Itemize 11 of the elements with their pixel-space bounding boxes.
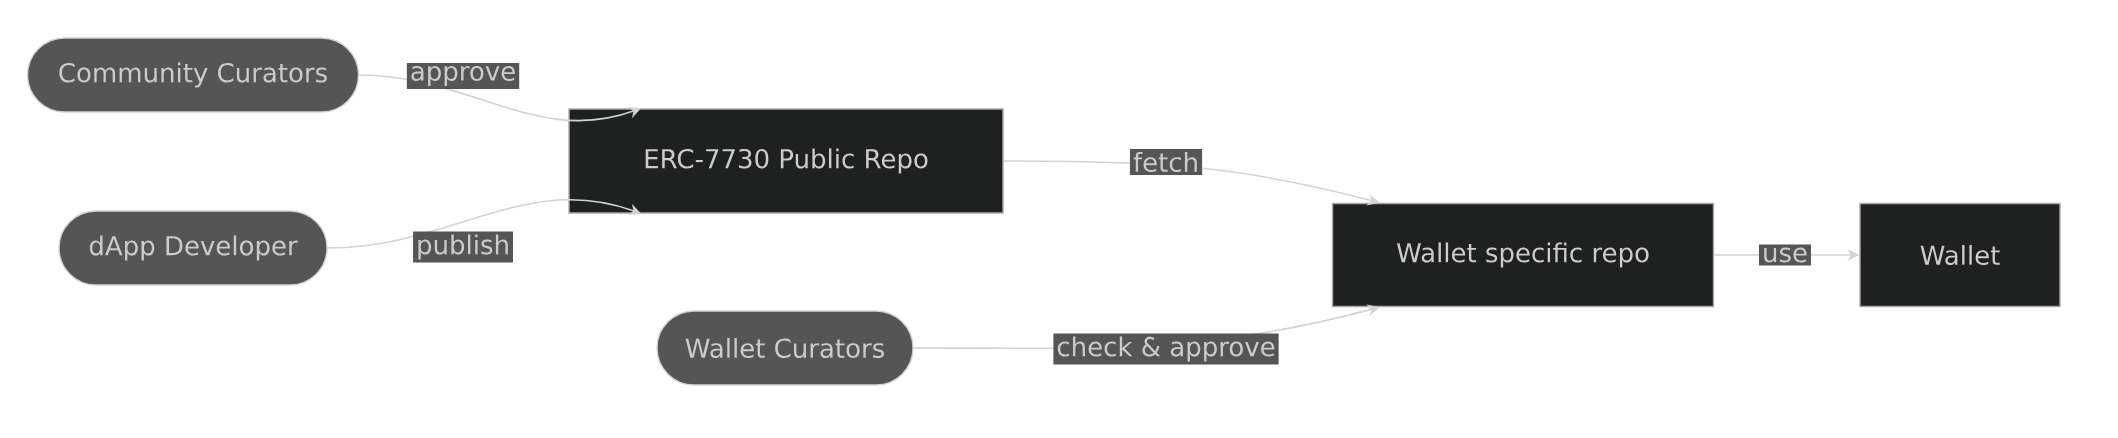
process-box: Wallet <box>1859 202 2061 308</box>
edge-label: check & approve <box>1053 333 1279 365</box>
rounded-node: dApp Developer <box>58 210 328 286</box>
rounded-node: Wallet Curators <box>656 310 914 386</box>
edge-label: publish <box>413 231 513 263</box>
edge-label: use <box>1759 244 1811 266</box>
process-box: Wallet specific repo <box>1331 202 1715 308</box>
edge-label: fetch <box>1129 148 1203 176</box>
process-box: ERC-7730 Public Repo <box>568 108 1004 214</box>
edge-label: approve <box>406 63 520 89</box>
rounded-node: Community Curators <box>26 37 360 113</box>
